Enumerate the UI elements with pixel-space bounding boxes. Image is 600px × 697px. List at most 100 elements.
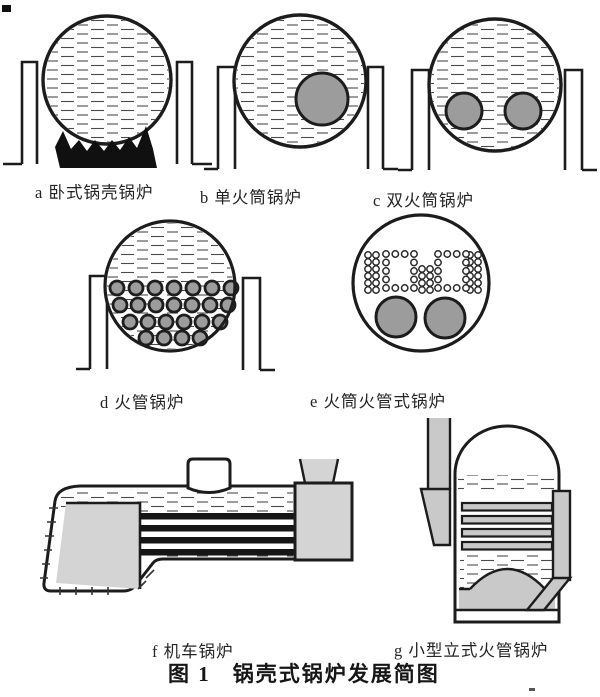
water-hatch [236, 17, 364, 145]
smoke-tube [382, 275, 390, 284]
smokebox [293, 481, 354, 562]
figure-caption: 图 1 锅壳式锅炉发展简图 [168, 658, 440, 688]
smoke-hood [419, 487, 452, 547]
smoke-tube [372, 279, 380, 287]
smoke-tube [364, 279, 372, 287]
smoke-tube [400, 284, 409, 292]
support-post-left [204, 65, 237, 171]
fire-tube [193, 313, 211, 331]
diagram-b-single-firetube-boiler [204, 13, 398, 171]
label-e: e 火筒火管式锅炉 [310, 392, 446, 411]
fire-tube [129, 296, 147, 314]
label-b: b 单火筒锅炉 [200, 188, 302, 207]
smoke-tube [391, 250, 400, 258]
smoke-tube [410, 275, 418, 284]
smoke-tube [410, 250, 418, 258]
boiler-shell-outline [427, 17, 563, 153]
smoke-tube [434, 250, 442, 258]
smoke-tube [474, 272, 482, 280]
label-f: f 机车锅炉 [152, 642, 234, 661]
fire-tube [184, 279, 202, 297]
smoke-tube [382, 258, 390, 267]
smoke-tube [474, 258, 482, 266]
wall-hatch-ticks [40, 507, 155, 595]
fire-tube [147, 296, 165, 314]
smoke-tube [426, 265, 434, 273]
smoke-tube [382, 250, 390, 258]
smoke-tube [426, 272, 434, 280]
smoke-tube [364, 265, 372, 273]
fire-tube [127, 279, 145, 297]
smoke-tube [462, 267, 470, 275]
smoke-tube [382, 267, 390, 275]
furnace-flame [55, 126, 157, 168]
smoke-tube [364, 272, 372, 280]
smoke-tube [426, 279, 434, 287]
smoke-tube [372, 286, 380, 294]
chimney-outline [298, 458, 340, 484]
boiler-shell-outline [103, 219, 237, 353]
smoke-tube [391, 284, 400, 292]
smoke-tube [462, 284, 470, 292]
smoke-tube [382, 284, 390, 292]
fire-tube [203, 279, 221, 297]
figure-number: 图 1 [168, 662, 211, 686]
fire-tube-right [503, 91, 543, 131]
furnace-flue-left [374, 295, 418, 339]
smoke-tube [364, 286, 372, 294]
chimney [428, 418, 450, 489]
smoke-tube [372, 258, 380, 266]
support-post-left [3, 60, 39, 166]
fire-tube [155, 329, 173, 347]
diagram-g-vertical-firetube-boiler [419, 418, 573, 624]
smoke-tube [474, 286, 482, 294]
smoke-tube [364, 251, 372, 259]
firebox [56, 503, 140, 589]
fire-tube [165, 296, 183, 314]
fire-tube-left [444, 91, 484, 131]
smoke-tube [434, 267, 442, 275]
fire-tube [201, 296, 219, 314]
label-d: d 火管锅炉 [100, 393, 185, 412]
smoke-tube [426, 286, 434, 294]
diagram-c-double-firetube-boiler [398, 17, 597, 172]
smoke-tube [443, 284, 452, 292]
smoke-tube [418, 265, 426, 273]
scan-speck [529, 688, 535, 691]
furnace-flue-right [423, 296, 467, 340]
boiler-shell-outline [41, 14, 173, 146]
smoke-tube [418, 272, 426, 280]
chimney-outline [426, 418, 452, 489]
fire-tube [173, 329, 191, 347]
fire-tube [175, 313, 193, 331]
scan-artifact [2, 5, 11, 12]
steam-dome [453, 424, 561, 475]
smoke-tube [462, 258, 470, 267]
label-a: a 卧式锅壳锅炉 [35, 183, 154, 202]
fire-tube [108, 279, 126, 297]
smoke-tube [462, 275, 470, 284]
smoke-tube [418, 279, 426, 287]
label-c: c 双火筒锅炉 [373, 191, 474, 210]
fire-tube [183, 296, 201, 314]
smoke-tube [418, 286, 426, 294]
smoke-tube [372, 251, 380, 259]
figure-title: 锅壳式锅炉发展简图 [232, 662, 440, 686]
fire-tubes [140, 513, 295, 556]
diagram-a-horizontal-shell-boiler [3, 14, 212, 168]
smoke-tube [364, 258, 372, 266]
smoke-tube [372, 272, 380, 280]
smoke-tube [474, 251, 482, 259]
smoke-tube [474, 265, 482, 273]
smoke-tube [452, 250, 461, 258]
firebox-outline [66, 501, 142, 589]
gas-casing-diagonal [524, 576, 573, 612]
fire-tube [111, 296, 129, 314]
smoke-tube [452, 284, 461, 292]
support-post-left [76, 274, 109, 371]
smoke-tube [410, 258, 418, 267]
support-post-left [398, 68, 431, 172]
smoke-tube [443, 250, 452, 258]
smoke-tube [410, 267, 418, 275]
